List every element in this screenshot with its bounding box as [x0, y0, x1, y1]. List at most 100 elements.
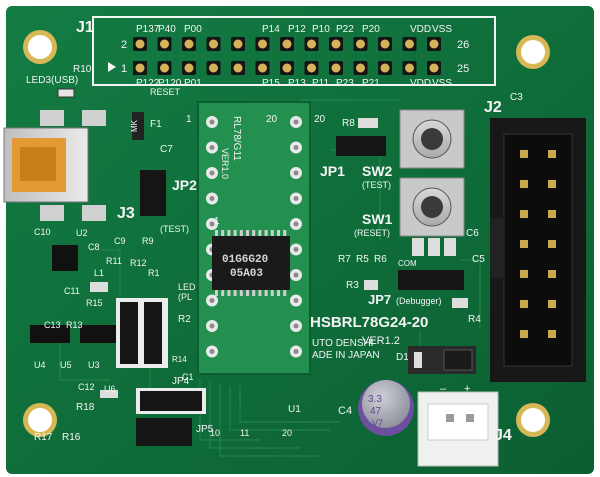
- pin20-outside: 20: [314, 114, 326, 125]
- r8-ref: R8: [342, 118, 355, 129]
- r12-ref: R12: [130, 258, 147, 268]
- pin1-arrow: [108, 62, 116, 72]
- smd-left-parts: [30, 245, 120, 398]
- j1-pin-pad: [307, 39, 316, 49]
- connector-j4[interactable]: [417, 391, 499, 467]
- j1-pin-pad: [331, 63, 341, 73]
- c4-mark3: V7: [372, 418, 383, 428]
- f1-ref: F1: [150, 119, 162, 130]
- r4-ref: R4: [468, 314, 481, 325]
- adapter-pin-hole: [209, 170, 215, 176]
- adapter-pin10: 10: [210, 428, 220, 438]
- mounting-holes: [23, 30, 550, 437]
- j1-bottom-pin-label: P15: [262, 78, 280, 89]
- j1-pin-pad: [135, 39, 145, 49]
- r5-ref: R5: [356, 254, 369, 265]
- board-version: VER1.2: [362, 335, 400, 347]
- adapter-pin-hole: [209, 349, 215, 354]
- r6-ref: R6: [374, 254, 387, 265]
- j4-minus: –: [440, 383, 447, 395]
- chip-lead: [258, 230, 262, 236]
- j4-plus: +: [464, 383, 470, 395]
- jumper-jp7[interactable]: [398, 270, 464, 290]
- chip-marking-1: 01G6G20: [222, 254, 268, 266]
- adapter-version: VER1.0: [220, 148, 230, 179]
- switch-sw2[interactable]: [399, 109, 465, 169]
- r18-ref: R18: [76, 402, 95, 413]
- switch-sw1[interactable]: [399, 177, 465, 237]
- u6-ref: U6: [104, 384, 116, 394]
- capacitor-c4: [358, 380, 414, 436]
- j1-pin-pad: [405, 63, 414, 73]
- j1-pin-pad: [184, 63, 194, 73]
- j2-pin: [520, 180, 528, 188]
- j1-bottom-pin-label: P11: [312, 78, 329, 89]
- chip-lead: [227, 290, 231, 296]
- adapter-pin-hole: [293, 170, 299, 176]
- jp2-ref: JP2: [172, 177, 197, 193]
- led-pl-label: (PL: [178, 292, 192, 302]
- jumper-block-left[interactable]: [116, 298, 168, 368]
- com-label: COM: [398, 259, 417, 268]
- adapter-pin-hole: [293, 272, 299, 278]
- j1-ref: J1: [76, 19, 94, 36]
- jumper-jp2[interactable]: [140, 170, 166, 216]
- j1-top-pin-label: P40: [158, 24, 176, 35]
- chip-lead: [246, 290, 249, 296]
- c13-ref: C13: [44, 320, 61, 330]
- chip-lead: [264, 230, 268, 236]
- adapter-pin-hole: [209, 145, 215, 150]
- adapter-pin-hole: [293, 221, 299, 227]
- j1-top-pin-label: P137: [136, 24, 160, 35]
- adapter-pin-hole: [209, 196, 215, 201]
- j2-pin: [548, 270, 556, 278]
- adapter-pin-hole: [293, 145, 299, 150]
- j1-pin-pad: [209, 63, 218, 73]
- jumper-jp1[interactable]: [336, 136, 386, 156]
- r7-ref: R7: [338, 254, 351, 265]
- led3: [57, 88, 75, 98]
- j2-pin: [520, 270, 528, 278]
- c4-mark2: 47: [370, 406, 382, 417]
- chip-lead: [215, 230, 218, 236]
- adapter-pin1: 1: [214, 216, 220, 227]
- chip-lead: [227, 230, 231, 236]
- u1-ref: U1: [288, 404, 301, 415]
- j1-bottom-pin-label: P23: [336, 78, 354, 89]
- jp7-function: (Debugger): [396, 296, 442, 306]
- adapter-pin-hole: [293, 196, 299, 201]
- j1-top-pin-label: P12: [288, 24, 306, 35]
- j1-reset-label: RESET: [150, 87, 181, 97]
- j1-pin-pad: [307, 63, 316, 73]
- jp7-ref: JP7: [368, 292, 391, 307]
- chip-lead: [283, 230, 287, 236]
- r14-ref: R14: [172, 355, 187, 364]
- j1-pin-pad: [356, 39, 365, 49]
- j2-pin: [520, 210, 528, 218]
- j1-top-pin-label: P14: [262, 24, 280, 35]
- chip-lead: [246, 230, 249, 236]
- adapter-pin-hole: [209, 298, 215, 303]
- j1-pin-pad: [380, 63, 390, 73]
- board-model: HSBRL78G24-20: [310, 314, 428, 331]
- j1-top-pin-label: P10: [312, 24, 330, 35]
- u4-ref: U4: [34, 360, 46, 370]
- j1-bottom-pin-label: P120: [158, 78, 182, 89]
- fuse-f1: [132, 112, 144, 140]
- c8-ref: C8: [88, 242, 100, 252]
- c7-ref: C7: [160, 144, 173, 155]
- led-test-label: (TEST): [160, 224, 189, 234]
- j1-bottom-pin-label: VDD: [410, 78, 431, 89]
- pin1-outside: 1: [186, 114, 192, 125]
- jumper-jp5[interactable]: [136, 418, 192, 446]
- j2-pin: [520, 240, 528, 248]
- l1-ref: L1: [94, 268, 104, 278]
- pin20-bottom: 20: [282, 428, 292, 438]
- j2-pin: [548, 210, 556, 218]
- j1-pin-pad: [429, 39, 439, 49]
- adapter-pin-hole: [209, 323, 215, 329]
- chip-lead: [239, 230, 243, 236]
- connector-j2[interactable]: [490, 118, 586, 382]
- j2-pin: [548, 300, 556, 308]
